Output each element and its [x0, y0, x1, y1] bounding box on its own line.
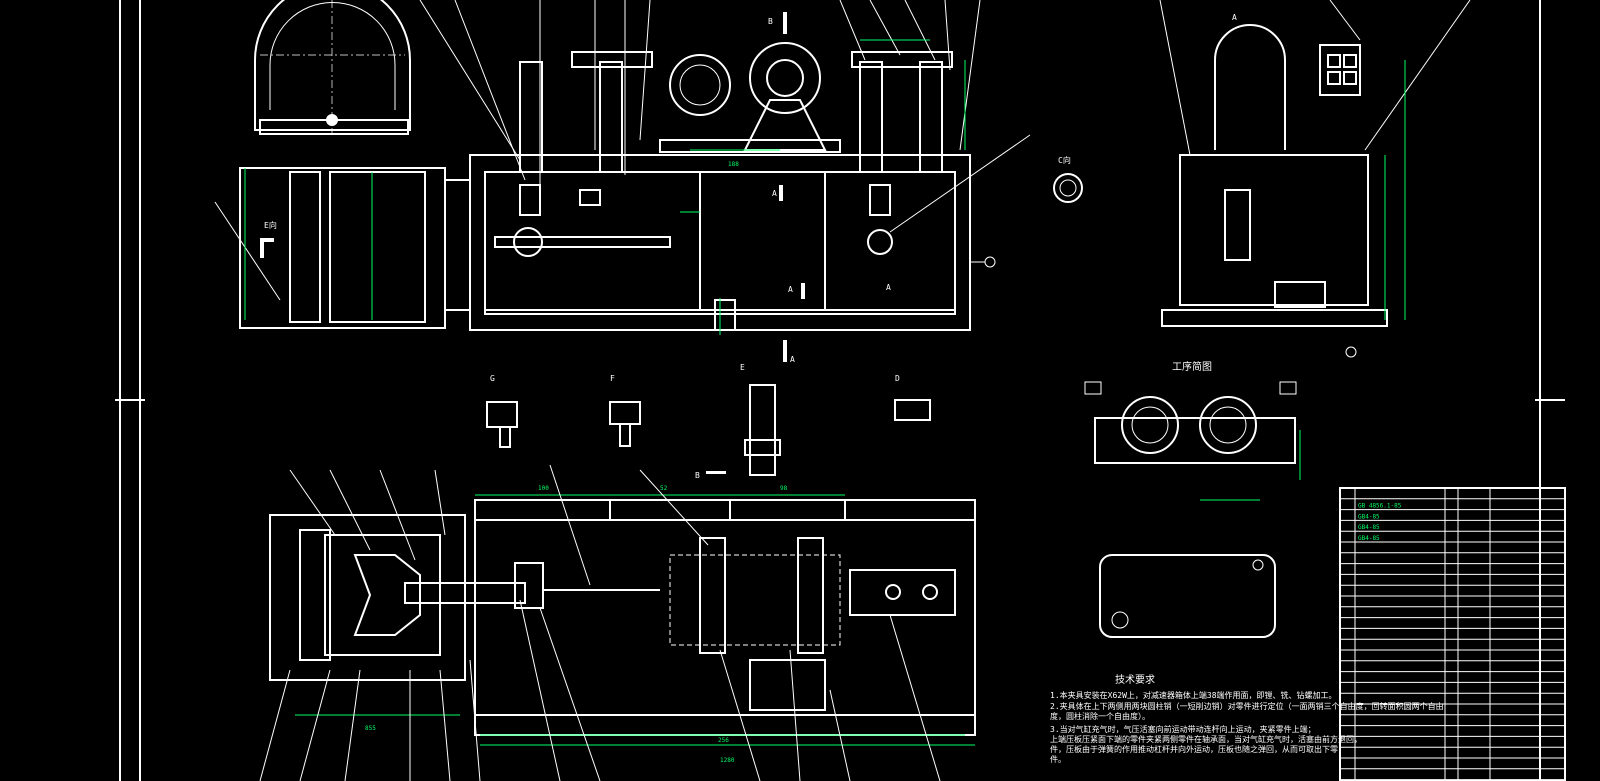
side-view: A	[1161, 13, 1406, 358]
detail-label-g: G	[490, 374, 495, 383]
leader-lines-bottom	[259, 464, 941, 781]
view-label-a-mid: A	[788, 285, 793, 294]
view-label-a-right: A	[886, 283, 891, 292]
parts-cell: GB4-85	[1358, 535, 1380, 542]
dim-text-7: 188	[728, 161, 739, 168]
dim-text-3: 98	[780, 485, 788, 492]
detail-views: G F E D	[486, 363, 931, 476]
side-view-a-label: A	[1232, 13, 1237, 22]
tech-req-line-5: 上端压板压紧面下端的零件夹紧两侧零件在轴承面，当对气缸充气时，活塞由前方退回，	[1050, 734, 1362, 744]
detail-label-d: D	[895, 374, 900, 383]
detail-label-e: E	[740, 363, 745, 372]
dim-text-5: 256	[718, 737, 729, 744]
dim-text-1: 100	[538, 485, 549, 492]
process-sketch: 工序简图	[1084, 360, 1301, 638]
plan-view: B	[269, 471, 976, 746]
tech-req-line-7: 件。	[1050, 754, 1066, 764]
drawing-frame	[115, 0, 1565, 781]
c-view-title: C向	[1058, 155, 1071, 165]
parts-cell: GB 4856.1-85	[1358, 503, 1402, 510]
detail-label-f: F	[610, 374, 615, 383]
tech-req-line-1: 1.本夹具安装在X62W上，对减速器箱体上端38端作用面，即镗、铣、钻螺加工。	[1050, 690, 1337, 700]
housing-end-view	[254, 0, 411, 135]
tech-req-title: 技术要求	[1115, 673, 1155, 686]
dimension-texts: 100 52 98 1280 256 855 188	[365, 161, 788, 764]
parts-cell: GB4-85	[1358, 524, 1380, 531]
view-label-b: B	[768, 17, 773, 26]
tech-req-line-6: 件，压板由于弹簧的作用推动杠杆并向外运动，压板也随之弹回，从而可取出下零	[1050, 744, 1338, 754]
b-section-label: B	[695, 471, 700, 480]
process-sketch-title: 工序简图	[1172, 360, 1212, 373]
dim-text-4: 1280	[720, 757, 735, 764]
dim-text-6: 855	[365, 725, 376, 732]
tech-req-line-4: 3.当对气缸充气时，气压活塞向前运动带动连杆向上运动，夹紧零件上端；	[1050, 724, 1316, 734]
leader-lines-top	[214, 0, 1471, 301]
view-label-a-top: A	[772, 189, 777, 198]
dim-text-2: 52	[660, 485, 668, 492]
tech-req-line-2: 2.夹具体在上下两侧用两块圆柱销（一短削边销）对零件进行定位（一面两销三个自由度…	[1050, 701, 1444, 711]
technical-requirements: 技术要求 1.本夹具安装在X62W上，对减速器箱体上端38端作用面，即镗、铣、钻…	[1050, 673, 1444, 764]
parts-cell: GB4-85	[1358, 513, 1380, 520]
view-label-a-low: A	[790, 355, 795, 364]
tech-req-line-3: 度，圆柱消除一个自由度）。	[1050, 711, 1150, 721]
front-elevation-view	[239, 42, 996, 331]
dimension-lines-front	[244, 39, 966, 335]
c-view-detail: C向	[1053, 155, 1083, 203]
section-markers: B A A A E向 A	[260, 12, 891, 364]
view-label-e-tail: E向	[264, 220, 277, 230]
